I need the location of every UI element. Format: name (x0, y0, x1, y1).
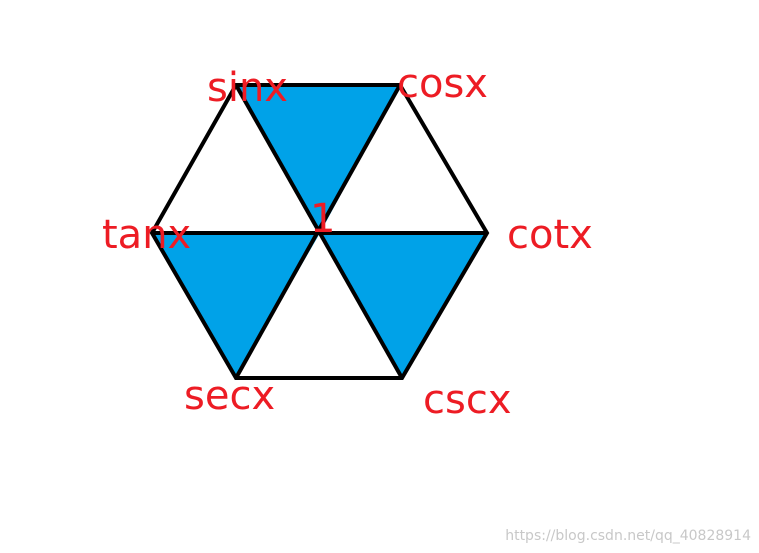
label-tanx: tanx (102, 212, 191, 258)
label-secx: secx (184, 373, 275, 419)
label-cscx: cscx (423, 377, 512, 423)
watermark-url: https://blog.csdn.net/qq_40828914 (505, 528, 751, 544)
label-cosx: cosx (397, 61, 488, 107)
label-center-one: 1 (310, 196, 335, 242)
shaded-triangle-bottom-right (320, 233, 487, 378)
label-sinx: sinx (207, 65, 288, 111)
shaded-triangle-top (236, 85, 400, 233)
shaded-triangle-bottom-left (152, 233, 320, 378)
label-cotx: cotx (507, 212, 593, 258)
